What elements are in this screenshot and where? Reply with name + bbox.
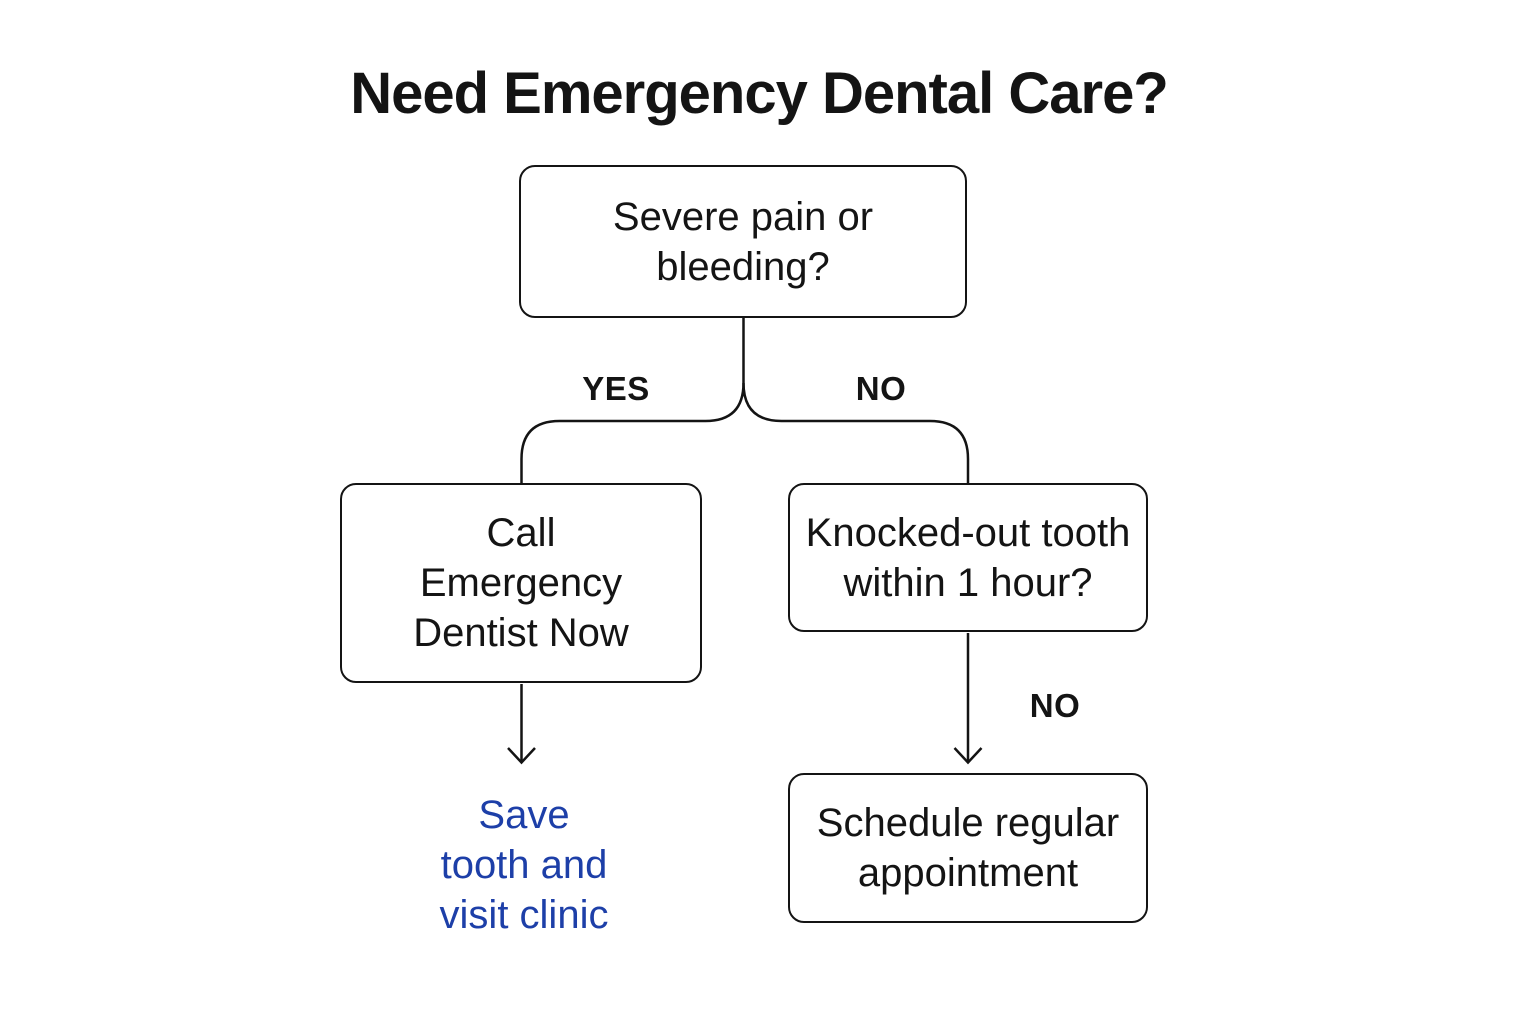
edge-label-yes: YES bbox=[582, 370, 650, 407]
node-call-emergency-dentist: Call Emergency Dentist Now bbox=[340, 483, 702, 683]
edge-label-no-bottom: NO bbox=[1029, 687, 1081, 724]
node-schedule-appointment: Schedule regular appointment bbox=[788, 773, 1148, 923]
arrow-call-to-outcome-icon bbox=[507, 684, 536, 765]
connector-no-branch bbox=[742, 382, 970, 484]
page-title: Need Emergency Dental Care? bbox=[350, 61, 1169, 126]
arrow-knocked-to-schedule-icon bbox=[953, 633, 983, 765]
connector-yes-branch bbox=[520, 382, 745, 484]
node-knocked-out-tooth: Knocked-out tooth within 1 hour? bbox=[788, 483, 1148, 632]
node-severe-pain-or-bleeding: Severe pain or bleeding? bbox=[519, 165, 967, 318]
outcome-save-tooth-visit-clinic: Save tooth and visit clinic bbox=[439, 793, 609, 937]
edge-label-no: NO bbox=[855, 370, 907, 407]
